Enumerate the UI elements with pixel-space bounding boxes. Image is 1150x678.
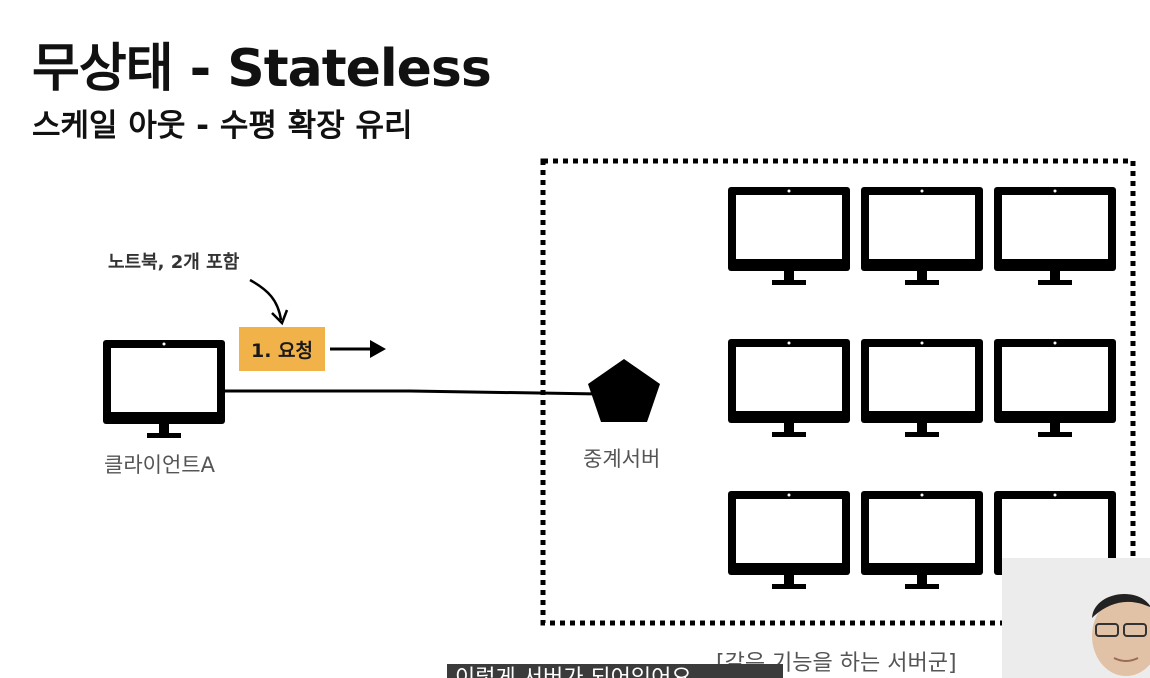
client-label: 클라이언트A [104,453,215,477]
connection-line [224,389,601,396]
server-monitor-icon [861,491,983,589]
request-label: 1. 요청 [250,339,313,362]
video-caption: 이렇게 서버가 되어있어요 [447,664,783,678]
server-monitor-icon [994,491,1116,589]
server-monitor-icon [861,187,983,285]
server-monitor-icon [994,339,1116,437]
relay-server-icon [588,359,660,422]
annotation-note: 노트북, 2개 포함 [108,252,240,273]
server-monitor-icon [728,187,850,285]
request-label-box: 1. 요청 [239,327,325,371]
server-monitor-icon [728,491,850,589]
slide-title: 무상태 - Stateless [32,39,492,99]
annotation-arrow-icon [249,278,289,326]
presenter-avatar-icon [1002,558,1150,678]
server-monitor-icon [861,339,983,437]
presenter-webcam [1002,558,1150,678]
request-arrow-icon [330,340,386,358]
client-monitor-icon [103,340,225,438]
server-monitor-icon [994,187,1116,285]
slide-subtitle: 스케일 아웃 - 수평 확장 유리 [32,108,413,144]
server-monitor-icon [728,339,850,437]
relay-server-label: 중계서버 [583,447,661,471]
